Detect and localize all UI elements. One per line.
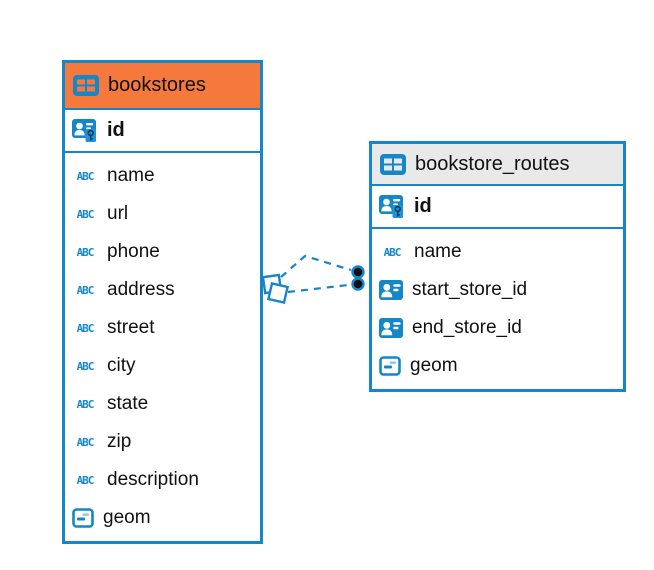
geometry-type-icon	[72, 508, 94, 528]
column-name: geom	[410, 355, 458, 376]
column-name: id	[414, 195, 432, 217]
column-name: start_store_id	[412, 279, 528, 300]
column-name: end_store_id	[412, 317, 522, 338]
column-row[interactable]: ABC address	[65, 271, 260, 309]
column-row[interactable]: ABC name	[65, 157, 260, 195]
text-type-icon: ABC	[76, 245, 95, 259]
text-type-icon: ABC	[76, 321, 95, 335]
text-type-icon: ABC	[76, 207, 95, 221]
table-title: bookstore_routes	[415, 152, 570, 175]
table-icon	[380, 153, 406, 175]
column-name: phone	[107, 241, 160, 262]
primary-key-icon	[379, 194, 405, 219]
column-row[interactable]: end_store_id	[372, 309, 623, 347]
column-row[interactable]: ABC description	[65, 461, 260, 499]
table-header-bookstores[interactable]: bookstores	[65, 63, 260, 110]
column-name: zip	[107, 431, 132, 452]
text-type-icon: ABC	[383, 245, 402, 259]
table-bookstores[interactable]: bookstores id ABC	[62, 60, 263, 544]
relationship-target-dot-upper[interactable]	[351, 265, 365, 279]
text-type-icon: ABC	[76, 473, 95, 487]
column-list: ABC name start_store_id	[372, 229, 623, 389]
text-type-icon: ABC	[76, 169, 95, 183]
table-icon	[73, 75, 99, 96]
column-name: description	[107, 469, 199, 490]
column-row[interactable]: geom	[372, 347, 623, 385]
column-row[interactable]: ABC name	[372, 233, 623, 271]
column-row[interactable]: ABC phone	[65, 233, 260, 271]
column-name: url	[107, 203, 129, 224]
column-row[interactable]: ABC state	[65, 385, 260, 423]
relationship-source-marker[interactable]	[261, 273, 290, 305]
primary-key-icon	[72, 118, 98, 143]
foreign-key-icon	[379, 318, 403, 338]
column-name: geom	[103, 507, 151, 528]
text-type-icon: ABC	[76, 435, 95, 449]
column-name: name	[107, 165, 155, 186]
column-name: address	[107, 279, 175, 300]
column-row[interactable]: start_store_id	[372, 271, 623, 309]
column-name: state	[107, 393, 149, 414]
geometry-type-icon	[379, 356, 401, 376]
text-type-icon: ABC	[76, 397, 95, 411]
column-row[interactable]: ABC url	[65, 195, 260, 233]
column-row-pk[interactable]: id	[372, 186, 623, 229]
foreign-key-icon	[379, 280, 403, 300]
column-row-pk[interactable]: id	[65, 110, 260, 153]
column-name: name	[414, 241, 462, 262]
column-name: street	[107, 317, 155, 338]
text-type-icon: ABC	[76, 359, 95, 373]
column-row[interactable]: ABC city	[65, 347, 260, 385]
column-row[interactable]: geom	[65, 499, 260, 537]
table-header-bookstore-routes[interactable]: bookstore_routes	[372, 144, 623, 186]
relationship-target-dot-lower[interactable]	[351, 277, 365, 291]
relationship-line-upper[interactable]	[280, 254, 352, 278]
text-type-icon: ABC	[76, 283, 95, 297]
column-row[interactable]: ABC street	[65, 309, 260, 347]
table-title: bookstores	[108, 74, 206, 96]
column-name: id	[107, 119, 125, 141]
column-name: city	[107, 355, 136, 376]
relationship-line-lower[interactable]	[287, 283, 349, 294]
column-list: ABC name ABC url ABC phone ABC address A…	[65, 153, 260, 541]
table-bookstore-routes[interactable]: bookstore_routes id ABC	[369, 141, 626, 392]
column-row[interactable]: ABC zip	[65, 423, 260, 461]
